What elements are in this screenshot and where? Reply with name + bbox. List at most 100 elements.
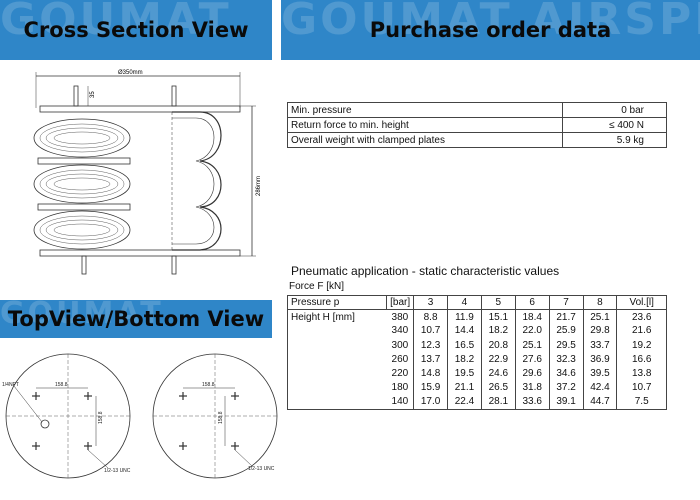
force-value: 42.4 [582, 380, 618, 395]
force-value: 37.2 [548, 380, 584, 395]
force-value: 29.6 [514, 366, 550, 381]
force-value: 36.9 [582, 352, 618, 367]
pressure-label: Pressure p [286, 294, 388, 311]
force-value: 17.0 [413, 394, 448, 410]
force-label: Force F [kN] [289, 281, 345, 292]
height-value: 380 [386, 309, 415, 324]
force-value: 33.7 [582, 338, 618, 353]
property-label: Return force to min. height [287, 117, 563, 133]
force-value: 27.6 [514, 352, 550, 367]
volume-value: 19.2 [616, 338, 667, 353]
volume-header: Vol.[l] [616, 294, 667, 311]
top-dimension-label-right: 158.8 [202, 382, 215, 388]
top-plate [39, 105, 241, 113]
force-value: 14.8 [413, 366, 448, 381]
force-value: 24.6 [480, 366, 516, 381]
pneumatic-header-row: Pressure p [bar] 3 4 5 6 7 8 Vol.[l] [286, 294, 667, 311]
cross-section-drawing: Ø350mm 35 286mm [33, 70, 262, 275]
force-value: 22.4 [447, 394, 482, 410]
purchase-properties-table: Min. pressure 0 bar Return force to min.… [287, 102, 668, 148]
table-row: Min. pressure 0 bar [287, 102, 668, 118]
force-value: 22.0 [514, 323, 550, 339]
cross-section-banner: GOUMAT Cross Section View [0, 0, 272, 60]
bottom-stud-left [81, 255, 87, 275]
height-value: 340 [386, 323, 415, 339]
right-bellows-profile [171, 111, 222, 251]
property-value: ≤ 400 N [561, 117, 668, 133]
pneumatic-title: Pneumatic application - static character… [291, 264, 560, 278]
banner-watermark: GOUMAT [0, 0, 232, 45]
pneumatic-table: Pressure p [bar] 3 4 5 6 7 8 Vol.[l] Hei… [286, 294, 667, 410]
pressure-value: 7 [548, 294, 584, 311]
height-label [286, 380, 387, 395]
force-value: 29.8 [582, 323, 618, 339]
top-stud-left [73, 85, 79, 107]
force-value: 44.7 [582, 394, 618, 410]
force-value: 21.7 [548, 309, 584, 324]
bottom-plate [39, 249, 241, 257]
force-value: 16.5 [447, 338, 482, 353]
top-stud-right [171, 85, 177, 107]
force-value: 11.9 [447, 309, 482, 324]
height-label: Height H [mm] [286, 309, 387, 324]
npt-port [40, 419, 50, 429]
force-value: 28.1 [480, 394, 516, 410]
height-value: 140 [386, 394, 415, 410]
table-row: Return force to min. height ≤ 400 N [287, 117, 668, 133]
top-dimension-label: 158.8 [55, 382, 68, 388]
property-label: Min. pressure [287, 102, 563, 118]
height-value: 260 [386, 352, 415, 367]
purchase-title: Purchase order data [369, 18, 612, 42]
force-value: 14.4 [447, 323, 482, 339]
pressure-value: 6 [514, 294, 550, 311]
volume-value: 23.6 [616, 309, 667, 324]
cross-section-title: Cross Section View [23, 18, 249, 42]
force-value: 19.5 [447, 366, 482, 381]
pressure-value: 4 [447, 294, 482, 311]
force-value: 22.9 [480, 352, 516, 367]
height-label [286, 366, 387, 381]
volume-value: 10.7 [616, 380, 667, 395]
volume-value: 7.5 [616, 394, 667, 410]
left-bellows [33, 118, 131, 250]
force-value: 29.5 [548, 338, 584, 353]
unc-label-left: 1/2-13 UNC [104, 468, 131, 474]
banner-watermark: GOUMAT [0, 300, 164, 331]
force-value: 18.2 [480, 323, 516, 339]
force-value: 21.1 [447, 380, 482, 395]
force-value: 31.8 [514, 380, 550, 395]
pressure-unit: [bar] [386, 294, 415, 311]
force-value: 32.3 [548, 352, 584, 367]
force-value: 25.1 [582, 309, 618, 324]
side-dimension-label-right: 158.8 [218, 411, 224, 424]
force-value: 18.2 [447, 352, 482, 367]
height-value: 300 [386, 338, 415, 353]
force-value: 20.8 [480, 338, 516, 353]
npt-label: 1/4NPT [2, 382, 19, 388]
bottom-stud-right [171, 255, 177, 275]
volume-value: 13.8 [616, 366, 667, 381]
height-label: 286mm [256, 176, 262, 196]
height-label [286, 323, 387, 339]
force-value: 10.7 [413, 323, 448, 339]
diameter-label: Ø350mm [118, 70, 143, 76]
property-value: 0 bar [561, 102, 668, 118]
force-value: 34.6 [548, 366, 584, 381]
unc-label-right: 1/2-13 UNC [248, 466, 275, 472]
purchase-banner: GOUMAT AIRSPRING Purchase order data [281, 0, 700, 60]
force-value: 25.1 [514, 338, 550, 353]
height-value: 220 [386, 366, 415, 381]
force-value: 15.1 [480, 309, 516, 324]
banner-watermark: GOUMAT AIRSPRING [281, 0, 700, 45]
pressure-value: 5 [480, 294, 516, 311]
top-view-studs [32, 392, 92, 450]
height-label [286, 352, 387, 367]
pressure-value: 3 [413, 294, 448, 311]
force-value: 25.9 [548, 323, 584, 339]
